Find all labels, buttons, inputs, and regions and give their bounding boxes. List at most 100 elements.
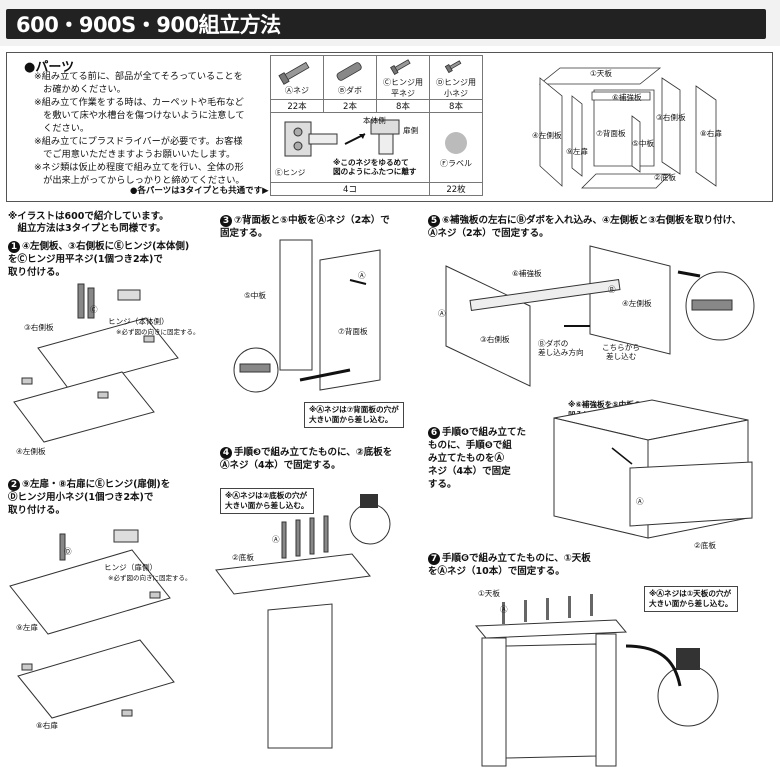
- step-5-number: 5: [428, 215, 440, 227]
- step2-right-door-panel: [17, 639, 175, 719]
- hinge-small-label-1: Ⓓヒンジ用: [436, 78, 476, 87]
- step-1-left-label: ④左側板: [16, 447, 46, 456]
- step-3-diagram: [233, 239, 381, 393]
- note-line: ※組み立てにプラスドライバーが必要です。お客様: [34, 136, 243, 147]
- step3-back-panel: [319, 249, 381, 391]
- step-3-note-1: ※Ⓐネジは⑦背面板の穴が: [309, 405, 399, 414]
- step2-screw-1: [59, 533, 66, 561]
- step7-screw: [546, 598, 549, 620]
- step-3-line-2: 固定する。: [220, 228, 268, 239]
- step-7-line-1: 手順❻で組み立てたものに、①天板: [442, 553, 591, 564]
- hinge-small-qty: 8本: [429, 99, 483, 113]
- step-1-line-3: 取り付ける。: [8, 267, 66, 278]
- step3-middle-panel: [279, 239, 313, 371]
- step4-zoom-arrow-icon: [360, 494, 378, 508]
- hinge-small-screw-cell: Ⓓヒンジ用 小ネジ: [429, 55, 483, 100]
- step-5-right-label: ③右側板: [480, 335, 510, 344]
- step1-hinge-detail-icon: [117, 289, 141, 301]
- step7-top-panel: [474, 619, 628, 639]
- exploded-bottom: [581, 173, 671, 189]
- step-2-hinge-label: ヒンジ（扉側）: [104, 563, 158, 572]
- step-1-hinge-note: ※必ず図の向きに固定する。: [116, 328, 200, 336]
- label-cell: Ⓕラベル: [429, 112, 483, 183]
- intro-line-2: 組立方法は3タイプとも同様です。: [8, 223, 166, 234]
- exploded-middle: [631, 115, 641, 173]
- step-7-note-2: 大きい面から差し込む。: [649, 599, 733, 608]
- step-7-note-1: ※Ⓐネジは①天板の穴が: [649, 589, 732, 598]
- step-6-note-1: ※⑥補強板を⑤中板の: [568, 400, 642, 409]
- exploded-top-panel: [538, 67, 662, 85]
- step-4-bottom-label: ②底板: [232, 553, 254, 562]
- step1-right-panel: [37, 317, 179, 389]
- note-line: でご用意いただきますようお願いいたします。: [34, 149, 236, 160]
- step-7-number: 7: [428, 553, 440, 565]
- step5-left-panel: [589, 245, 671, 355]
- hinge-warning-2: 図のようにふたつに離す: [333, 167, 417, 176]
- step-5-line-2: Ⓐネジ（2本）で固定する。: [428, 228, 549, 239]
- step2-hinge-icon: [149, 591, 161, 599]
- step-6-bottom-label: ②底板: [694, 541, 716, 550]
- hinge-small-label-2: 小ネジ: [444, 89, 468, 98]
- parts-table: Ⓐネジ Ⓑダボ Ⓒヒンジ用 平ネジ Ⓓヒンジ用 小ネジ 22本 2本 8本 8本: [270, 55, 483, 196]
- step-1-diagram: [13, 283, 179, 443]
- step4-screw-4: [323, 515, 329, 553]
- note-line: が出来上がってからしっかりと締めてください。: [34, 175, 245, 186]
- step-3-note-box: ※Ⓐネジは⑦背面板の穴が 大きい面から差し込む。: [304, 402, 404, 428]
- exploded-reinforce: [591, 91, 651, 101]
- step7-screw: [590, 594, 593, 616]
- step4-screw-1: [281, 521, 287, 559]
- small-screw-icon: [444, 60, 462, 74]
- step-4-line-1: 手順❸で組み立てたものに、②底板を: [234, 447, 393, 458]
- step-1-hinge-label: ヒンジ（本体側）: [108, 317, 169, 326]
- intro-line-1: ※イラストは600で紹介しています。: [8, 211, 169, 222]
- step-2-line-1: ⑨左扉・⑧右扉にⒺヒンジ(扉側)を: [22, 479, 171, 490]
- step-6-diagram: [553, 399, 753, 539]
- hinge-flat-qty: 8本: [376, 99, 430, 113]
- step-4-note-box: ※Ⓐネジは②底板の穴が 大きい面から差し込む。: [220, 488, 314, 514]
- hinge-flat-screw-cell: Ⓒヒンジ用 平ネジ: [376, 55, 430, 100]
- step-5-here-1: こちらから: [602, 343, 640, 352]
- step-5-here-2: 差し込む: [606, 352, 637, 361]
- step-2-d-marker: Ⓓ: [64, 547, 72, 556]
- dowel-icon: [336, 61, 362, 81]
- step1-left-panel: [13, 371, 155, 443]
- step-1-line-1: ④左側板、③右側板にⒺヒンジ(本体側): [22, 241, 190, 252]
- title-bar: [6, 9, 766, 39]
- dowel-qty: 2本: [323, 99, 377, 113]
- step-3-number: 3: [220, 215, 232, 227]
- step-5-b-marker: Ⓑ: [608, 285, 616, 294]
- step-6-a-marker: Ⓐ: [636, 497, 644, 506]
- exploded-label-right-door: ⑧右扉: [700, 129, 722, 138]
- exploded-view-diagram: [538, 67, 717, 189]
- step-5-a-marker: Ⓐ: [438, 309, 446, 318]
- step-3-a-marker: Ⓐ: [358, 271, 366, 280]
- hinge-label: Ⓔヒンジ: [275, 168, 306, 177]
- step-2-hinge-note: ※必ず図の向きに固定する。: [108, 574, 192, 582]
- step-5-left-label: ④左側板: [622, 299, 652, 308]
- dowel-label: Ⓑダボ: [338, 85, 362, 95]
- step-2-number: 2: [8, 479, 20, 491]
- hinge-body-side: 本体側: [363, 116, 386, 125]
- step6-bottom-panel: [629, 461, 753, 527]
- exploded-label-right-side: ③右側板: [656, 113, 686, 122]
- step-3-middle-label: ⑤中板: [244, 291, 266, 300]
- step-4-diagram: [215, 494, 391, 749]
- exploded-label-back: ⑦背面板: [596, 129, 626, 138]
- step4-back-panel: [267, 603, 333, 749]
- exploded-right-side: [661, 77, 681, 175]
- note-line: を敷いて床や水槽台を傷つけないように注意して: [34, 110, 245, 121]
- step7-screw: [524, 600, 527, 622]
- exploded-label-left-door: ⑨左扉: [566, 147, 588, 156]
- screw-icon: [278, 61, 310, 85]
- exploded-label-bottom: ②底板: [654, 173, 676, 182]
- step4-screw-2: [295, 519, 301, 557]
- step4-bottom-panel: [215, 553, 371, 595]
- step-4-note-2: 大きい面から差し込む。: [225, 501, 309, 510]
- step2-hinge-icon: [21, 663, 33, 671]
- dowel-cell: Ⓑダボ: [323, 55, 377, 100]
